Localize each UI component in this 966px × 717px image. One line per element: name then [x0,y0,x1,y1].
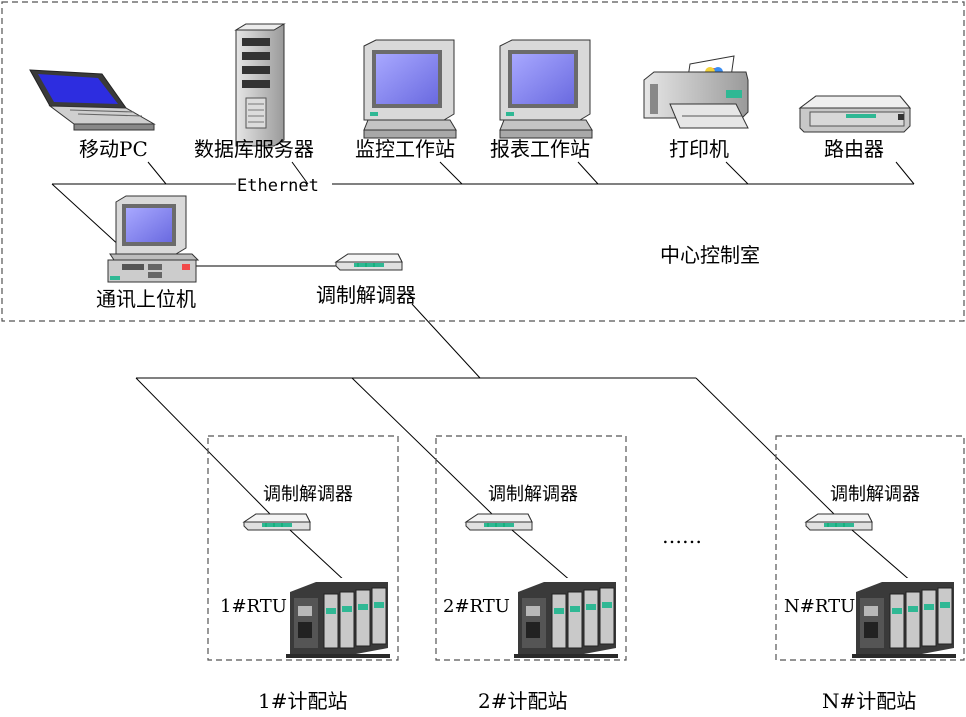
rtu-rack-icon [513,577,619,659]
station-modem-label: 调制解调器 [830,484,920,505]
monitor-workstation-icon [363,39,457,139]
monitor-workstation-label: 监控工作站 [355,137,455,161]
modem-icon [805,513,873,531]
station-name: N#计配站 [822,689,916,713]
rtu-rack-icon [285,577,391,659]
modem-icon [465,513,533,531]
rtu-label: 2#RTU [443,596,510,617]
rtu-rack-icon [851,577,957,659]
printer-label: 打印机 [669,137,729,161]
station-modem-label: 调制解调器 [488,484,578,505]
mobile-pc-label: 移动PC [79,137,148,161]
field-bus [135,377,835,515]
comm-host-label: 通讯上位机 [96,287,196,311]
station-n: 调制解调器 N#RTU N#计配站 [775,435,965,713]
laptop-icon [29,69,156,131]
control-room-label: 中心控制室 [660,243,760,267]
control-room-modem-label: 调制解调器 [316,283,416,307]
modem-icon [335,253,403,271]
rtu-label: 1#RTU [220,596,287,617]
station-name: 1#计配站 [258,689,347,713]
station-modem-label: 调制解调器 [263,484,353,505]
router-icon [798,95,912,133]
comm-host-pc-icon [107,195,200,283]
station-name: 2#计配站 [478,689,567,713]
ethernet-bus [51,161,915,379]
more-stations-ellipsis: …… [662,524,702,548]
router-label: 路由器 [824,137,884,161]
printer-icon [643,55,749,129]
station-1: 调制解调器 1#RTU 1#计配站 [207,435,399,713]
report-workstation-icon [499,39,593,139]
modem-icon [243,513,311,531]
rtu-label: N#RTU [784,596,855,617]
report-workstation-label: 报表工作站 [490,137,590,161]
station-2: 调制解调器 2#RTU 2#计配站 [435,435,627,713]
db-server-label: 数据库服务器 [194,137,314,161]
server-icon [234,23,286,147]
ethernet-label: Ethernet [237,176,319,196]
control-room-border [1,1,965,322]
